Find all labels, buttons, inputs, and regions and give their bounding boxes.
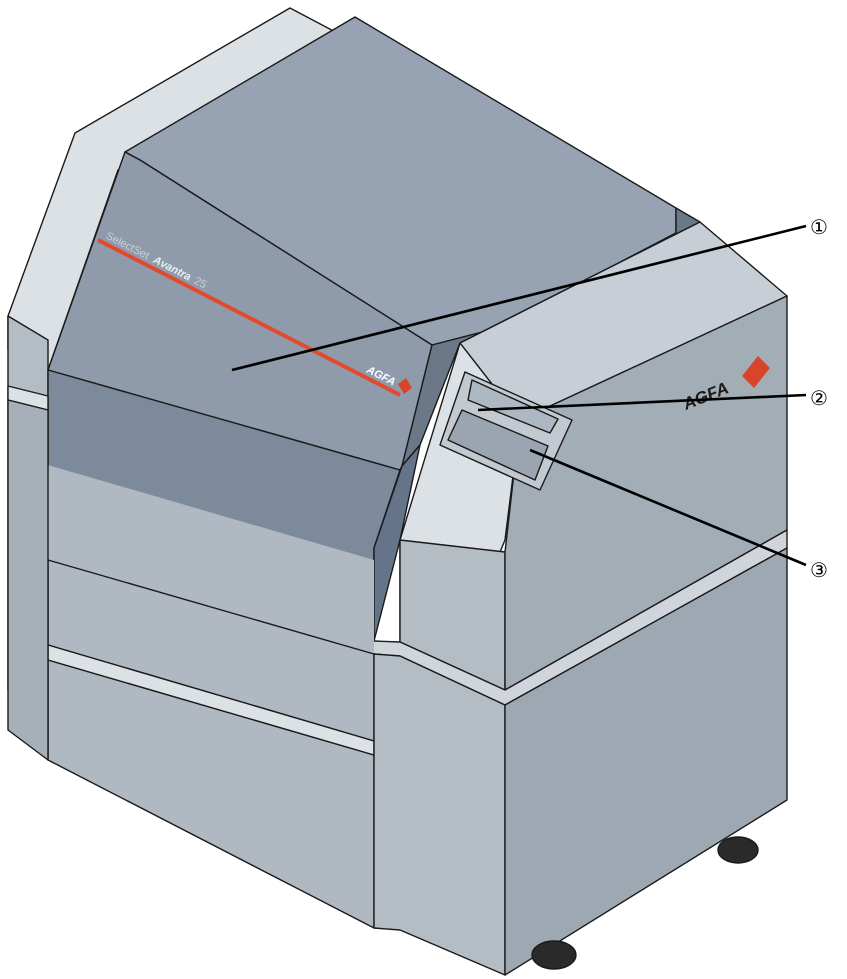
base-side-right — [504, 547, 788, 976]
callout-2: ② — [810, 386, 828, 410]
product-stripe — [97, 238, 401, 397]
callout-1: ① — [810, 215, 828, 239]
rear-left-lower — [7, 399, 49, 761]
brand-rhombus-side-icon — [742, 356, 770, 388]
top-cover-right-bevel — [373, 444, 421, 642]
callout-3: ③ — [810, 558, 828, 582]
caster-right — [717, 836, 759, 864]
leader-line-3 — [529, 448, 807, 567]
display-screen[interactable] — [467, 379, 559, 434]
brand-rhombus-cover-icon — [398, 378, 412, 394]
base-front-right — [373, 653, 506, 976]
control-screen[interactable] — [447, 409, 549, 481]
leader-line-1 — [231, 224, 807, 372]
caster-front — [531, 940, 577, 970]
leader-line-2 — [477, 393, 807, 412]
